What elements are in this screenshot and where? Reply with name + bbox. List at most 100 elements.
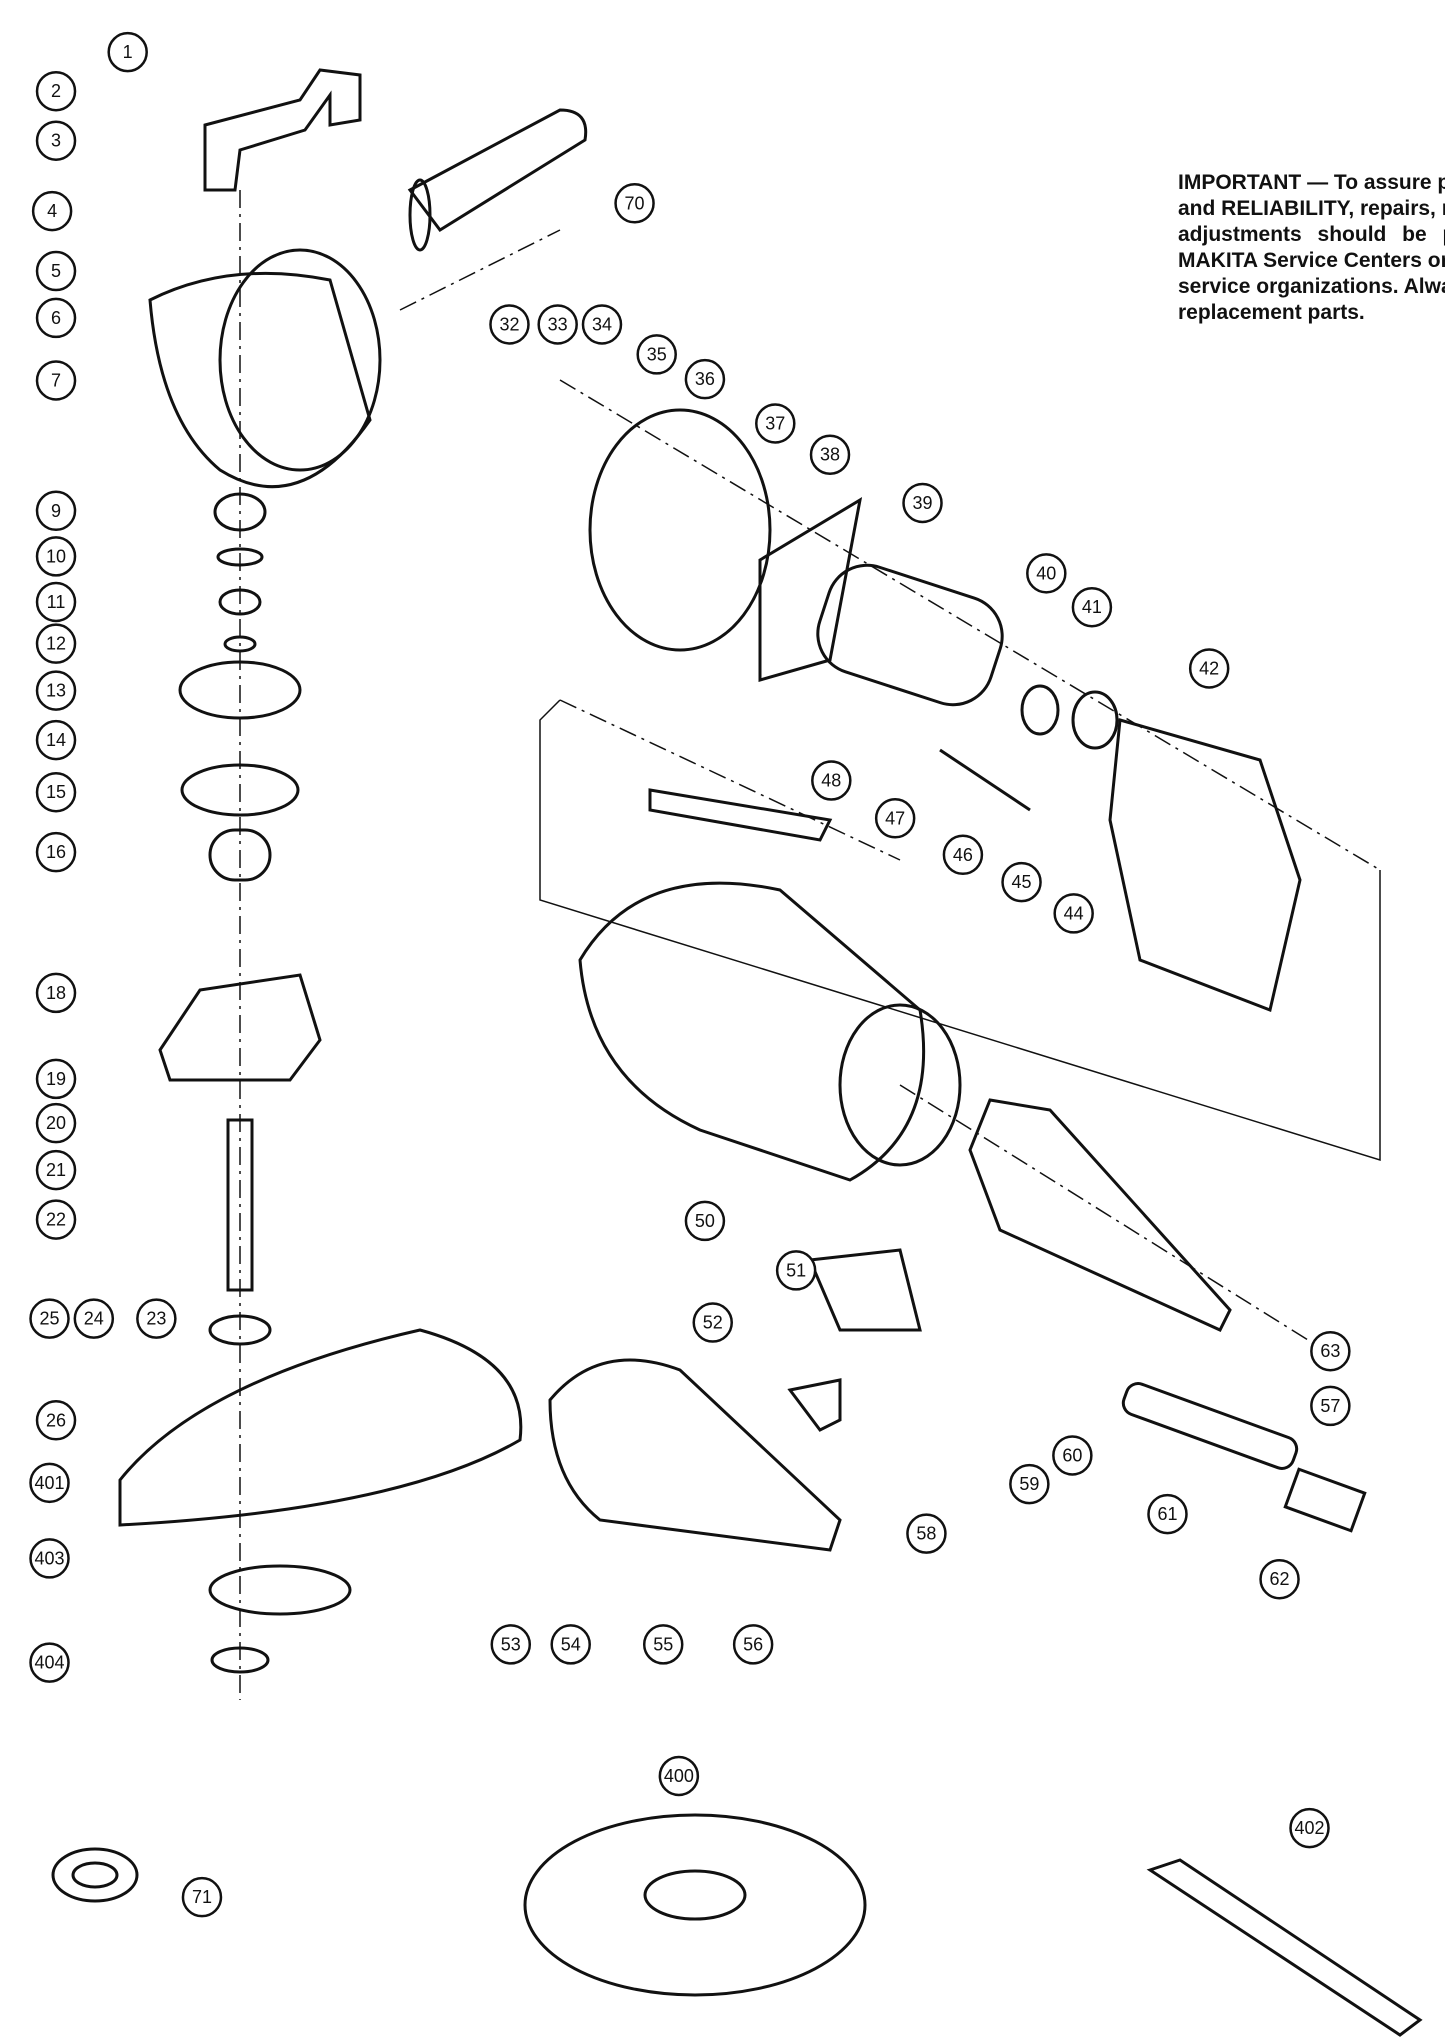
callout-label: 4	[47, 201, 57, 221]
callout-label: 13	[46, 681, 66, 701]
callout-24: 24	[73, 1298, 115, 1339]
callout-circle	[1071, 586, 1113, 628]
callout-circle	[35, 581, 77, 623]
callout-53: 53	[490, 1624, 532, 1665]
callout-circle	[35, 1400, 77, 1441]
callout-label: 35	[647, 344, 667, 364]
callout-42: 42	[1188, 648, 1230, 689]
callout-48: 48	[811, 760, 852, 801]
callout-15: 15	[35, 771, 77, 813]
callout-circle	[537, 304, 578, 345]
callout-23: 23	[136, 1298, 177, 1339]
side-grip	[407, 108, 588, 232]
side-grip-flange	[408, 178, 432, 252]
brush-plate	[648, 788, 833, 842]
callout-circle	[1009, 1463, 1050, 1505]
notice-line: MAKITA Service Centers or other qualifi	[1178, 249, 1445, 272]
callout-circle	[31, 190, 73, 232]
wrench-402	[1146, 1858, 1423, 2037]
callout-circle	[35, 250, 77, 292]
callout-26: 26	[35, 1400, 77, 1441]
callout-label: 36	[695, 369, 715, 389]
callout-label: 12	[46, 634, 66, 654]
field-42	[1108, 718, 1302, 1013]
callout-61: 61	[1147, 1493, 1188, 1535]
callout-label: 52	[703, 1313, 723, 1333]
callout-label: 61	[1157, 1504, 1177, 1524]
callout-16: 16	[35, 831, 77, 873]
callout-circle	[35, 297, 77, 339]
callout-4: 4	[31, 190, 73, 232]
callout-label: 9	[51, 501, 61, 521]
callout-label: 404	[34, 1653, 64, 1673]
callout-circle	[35, 360, 77, 401]
callout-circle	[1026, 553, 1067, 594]
flange-71-inner	[71, 1861, 119, 1889]
callout-circle	[658, 1755, 700, 1797]
callout-circle	[35, 831, 77, 873]
callout-circle	[489, 304, 530, 345]
callout-label: 15	[46, 782, 66, 802]
callout-circle	[1001, 861, 1042, 903]
callout-39: 39	[902, 482, 943, 524]
callout-57: 57	[1310, 1385, 1351, 1427]
callout-circle	[35, 771, 77, 813]
grinding-disc-400	[523, 1813, 867, 1997]
callout-32: 32	[489, 304, 530, 345]
callout-label: 50	[695, 1211, 715, 1231]
callout-label: 11	[47, 592, 66, 612]
callout-18: 18	[35, 972, 77, 1014]
callout-402: 402	[1289, 1807, 1330, 1849]
callout-70: 70	[614, 183, 655, 224]
callout-5: 5	[35, 250, 77, 292]
callout-62: 62	[1259, 1558, 1300, 1600]
callout-3: 3	[35, 120, 77, 161]
callout-circle	[35, 1199, 77, 1240]
assembly-bracket-line	[539, 699, 1381, 1162]
callout-35: 35	[636, 334, 677, 375]
gear-housing	[148, 271, 372, 489]
callout-circle	[35, 120, 77, 161]
callout-label: 2	[51, 81, 61, 101]
callout-19: 19	[35, 1058, 77, 1100]
callout-label: 32	[499, 314, 519, 334]
callout-label: 401	[34, 1473, 64, 1493]
callout-60: 60	[1052, 1435, 1093, 1476]
callout-403: 403	[29, 1538, 70, 1579]
axis-line	[399, 229, 561, 311]
callout-label: 70	[625, 193, 645, 213]
callout-circle	[29, 1642, 70, 1683]
callout-label: 33	[548, 314, 568, 334]
bearing-40	[1020, 684, 1060, 736]
callout-circle	[73, 1298, 115, 1339]
callout-label: 25	[39, 1309, 59, 1329]
callout-10: 10	[35, 536, 77, 577]
callout-circle	[35, 70, 77, 112]
callout-404: 404	[29, 1642, 70, 1683]
callout-label: 58	[916, 1524, 936, 1544]
callout-51: 51	[775, 1250, 817, 1291]
motor-housing-end	[838, 1003, 962, 1167]
axis-line	[899, 1084, 1341, 1361]
armature-39	[816, 563, 1004, 707]
callout-55: 55	[642, 1624, 684, 1665]
callout-label: 48	[821, 770, 841, 790]
callout-22: 22	[35, 1199, 77, 1240]
callout-label: 55	[653, 1634, 673, 1654]
callout-circle	[29, 1462, 70, 1504]
callout-label: 20	[46, 1113, 66, 1133]
callout-circle	[1147, 1493, 1188, 1535]
callout-14: 14	[35, 719, 77, 761]
callout-circle	[35, 1058, 77, 1100]
callout-circle	[1052, 1435, 1093, 1476]
callout-label: 1	[123, 42, 133, 62]
callout-38: 38	[809, 434, 851, 475]
callout-circle	[684, 1200, 726, 1242]
callout-label: 47	[885, 808, 905, 828]
callout-circle	[811, 760, 852, 801]
cord-guard-61	[1121, 1382, 1299, 1470]
callout-circle	[642, 1624, 684, 1665]
switch-lever-52	[787, 1378, 842, 1432]
callout-circle	[809, 434, 851, 475]
callout-circle	[942, 834, 984, 876]
